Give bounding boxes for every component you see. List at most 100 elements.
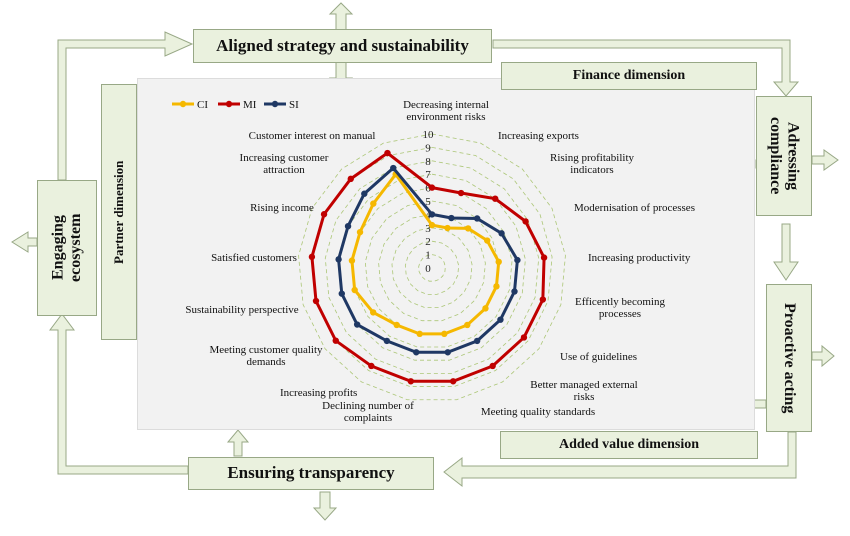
legend-marker-si (271, 100, 279, 108)
data-point-mi (368, 362, 375, 370)
data-point-mi (457, 189, 465, 197)
data-point-mi (308, 253, 316, 261)
data-point-si (428, 211, 436, 218)
data-point-si (390, 164, 397, 172)
grid-ring (418, 254, 446, 282)
data-point-si (497, 316, 504, 323)
data-point-si (473, 337, 481, 345)
data-point-mi (407, 378, 415, 385)
arrow-proactive-to-transparency (443, 431, 797, 488)
data-point-mi (522, 218, 529, 225)
data-point-ci (495, 258, 502, 266)
data-point-si (383, 337, 391, 345)
data-point-mi (520, 334, 528, 341)
data-point-mi (428, 184, 436, 191)
category-label: Increasing profits (280, 387, 357, 399)
data-point-ci (493, 283, 500, 290)
data-point-ci (348, 257, 356, 264)
data-point-si (511, 288, 518, 295)
category-label: environment risks (406, 111, 485, 123)
legend-marker-mi (225, 100, 233, 108)
data-point-si (473, 215, 481, 222)
category-label: complaints (344, 412, 392, 424)
data-point-mi (347, 175, 354, 183)
data-point-si (448, 214, 455, 222)
data-point-si (353, 321, 361, 328)
data-point-ci (464, 321, 471, 329)
data-point-mi (539, 296, 547, 303)
arrow-up-top (328, 2, 354, 31)
tick-label: 2 (425, 236, 431, 248)
grid-ring (391, 227, 473, 308)
data-point-ci (483, 237, 491, 244)
arrow-ecosystem-to-strategy (57, 31, 194, 181)
category-label: risks (574, 391, 595, 403)
category-label: Decreasing internal (403, 99, 489, 111)
data-point-ci (444, 224, 451, 232)
box-ensuring-transparency: Ensuring transparency (188, 457, 434, 490)
box-aligned-strategy: Aligned strategy and sustainability (193, 29, 492, 63)
data-point-ci (464, 225, 472, 232)
tick-label: 1 (425, 250, 431, 262)
data-point-si (413, 349, 420, 356)
data-point-mi (384, 149, 391, 157)
tick-label: 9 (425, 142, 431, 154)
box-proactive-acting: Proactive acting (766, 284, 812, 432)
data-point-ci (482, 305, 489, 312)
data-point-si (514, 256, 521, 264)
tick-label: 10 (423, 129, 435, 141)
grid-ring (404, 240, 460, 295)
data-point-mi (449, 378, 457, 385)
data-point-si (498, 230, 505, 237)
grid-ring (324, 160, 540, 374)
category-label: Meeting customer quality (209, 344, 323, 356)
data-point-si (338, 290, 345, 297)
category-label: Increasing exports (498, 130, 579, 142)
data-point-ci (441, 330, 448, 338)
arrow-strategy-to-compliance (492, 39, 800, 97)
tick-label: 3 (425, 223, 431, 235)
category-label: Satisfied customers (211, 252, 297, 264)
category-label: Increasing productivity (588, 252, 691, 264)
category-label: Rising profitability (550, 152, 635, 164)
data-point-ci (369, 309, 377, 316)
category-label: indicators (570, 164, 613, 176)
data-point-mi (491, 195, 499, 202)
box-adressing-compliance: Adressing compliance (756, 96, 812, 216)
category-label: Meeting quality standards (481, 406, 595, 418)
data-point-ci (428, 221, 436, 229)
category-label: Use of guidelines (560, 351, 637, 363)
data-point-mi (320, 211, 328, 218)
category-label: Declining number of (322, 400, 414, 412)
box-finance-dimension: Finance dimension (501, 62, 757, 90)
tick-label: 5 (425, 196, 431, 208)
series-line-si (337, 165, 519, 354)
box-added-value-dimension: Added value dimension (500, 431, 758, 459)
arrow-right-proactive (811, 344, 835, 368)
data-point-ci (416, 330, 423, 338)
tick-label: 8 (425, 156, 431, 168)
category-label: Modernisation of processes (574, 202, 695, 214)
data-point-ci (393, 321, 400, 329)
category-label: attraction (263, 164, 305, 176)
arrow-transparency-to-ecosystem (49, 313, 189, 475)
data-point-si (444, 349, 451, 356)
data-point-ci (356, 228, 364, 236)
category-label: Customer interest on manual (249, 130, 376, 142)
arrow-right-compliance (811, 149, 839, 171)
tick-label: 4 (425, 209, 431, 221)
data-point-mi (332, 337, 339, 344)
series-line-ci (350, 171, 501, 336)
legend-label: CI (197, 99, 208, 111)
data-point-mi (489, 362, 496, 370)
data-point-ci (351, 286, 358, 294)
arrow-down-bottom (312, 491, 338, 521)
data-point-si (361, 190, 368, 197)
category-label: Rising income (250, 202, 314, 214)
data-point-si (344, 222, 352, 230)
arrow-left-ecosystem (11, 231, 38, 253)
data-point-mi (312, 297, 320, 305)
data-point-ci (370, 200, 377, 207)
data-point-si (335, 256, 342, 263)
